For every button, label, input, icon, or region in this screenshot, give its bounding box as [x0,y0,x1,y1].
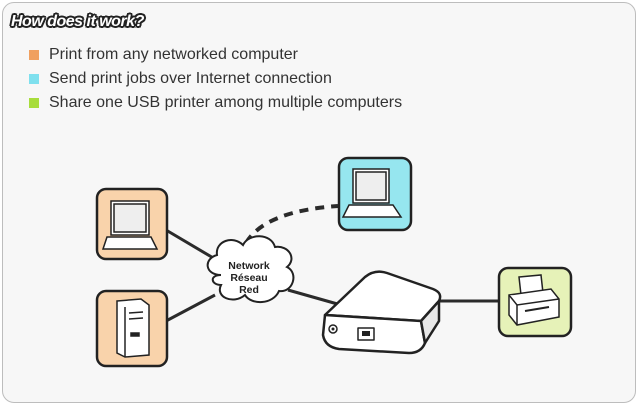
laptop-icon [341,168,403,218]
feature-list: Print from any networked computer Send p… [29,45,402,117]
info-panel: How does it work? Print from any network… [2,2,636,403]
desktop-tower-icon [116,298,150,358]
cyan-square-icon [29,74,39,84]
feature-text: Print from any networked computer [49,46,298,63]
line-cloud-to-server [287,288,342,307]
usb-printer [497,266,573,338]
line-laptop-to-cloud [165,228,216,261]
feature-text: Share one USB printer among multiple com… [49,94,403,111]
cloud-label-line: Réseau [230,272,267,284]
network-diagram: Network Réseau Red [95,156,573,368]
dashed-internet-link [244,204,339,245]
networked-desktop [95,289,169,368]
cloud-label-line: Red [239,284,259,296]
network-cloud: Network Réseau Red [206,235,295,303]
feature-item: Print from any networked computer [29,45,402,69]
orange-square-icon [29,50,39,60]
feature-item: Share one USB printer among multiple com… [29,93,402,117]
laptop-icon [101,200,159,250]
printer-icon [508,274,560,326]
cloud-label-line: Network [228,260,270,272]
feature-item: Send print jobs over Internet connection [29,69,402,93]
panel-title: How does it work? [11,13,144,30]
connection-lines [165,204,499,323]
cloud-icon [206,235,295,303]
networked-laptop [95,187,169,261]
line-desktop-to-cloud [165,293,216,323]
print-server-icon [321,270,442,355]
remote-laptop [337,156,413,232]
feature-text: Send print jobs over Internet connection [49,70,332,87]
green-square-icon [29,98,39,108]
